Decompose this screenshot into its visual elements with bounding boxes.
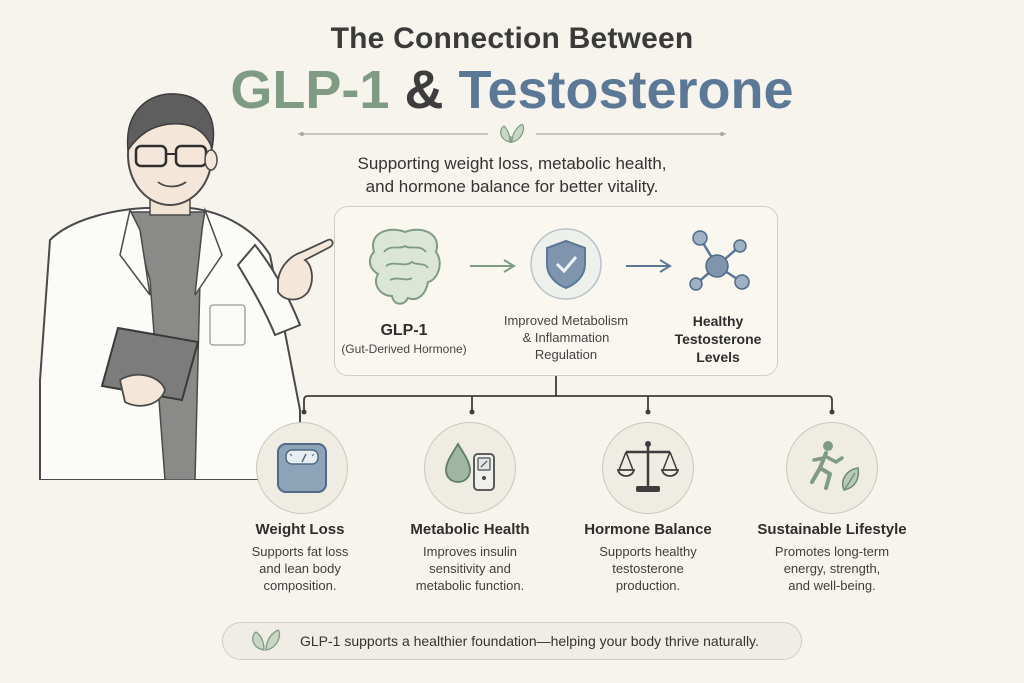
arrow-right-icon — [626, 259, 672, 273]
benefit-sustainable-lifestyle-desc: Promotes long-term energy, strength, and… — [774, 544, 890, 593]
node-glp1-title: GLP-1 — [380, 322, 428, 339]
glucose-meter-icon — [445, 442, 495, 491]
title-ampersand: & — [404, 60, 444, 120]
benefit-weight-loss-title: Weight Loss — [255, 521, 345, 538]
sustainable-lifestyle-icon-circle — [786, 422, 878, 514]
page-title: GLP-1 & Testosterone — [0, 58, 1024, 122]
molecule-icon — [689, 230, 750, 291]
leaf-icon — [252, 629, 281, 651]
benefit-sustainable-lifestyle-title: Sustainable Lifestyle — [757, 521, 907, 538]
leaf-divider — [298, 124, 726, 143]
title-line-1: The Connection Between — [330, 22, 694, 55]
runner-icon — [810, 441, 860, 491]
arrow-right-icon — [470, 259, 516, 273]
benefit-hormone-balance-title: Hormone Balance — [584, 521, 712, 538]
title-glp1: GLP-1 — [230, 60, 390, 120]
connector-lines — [301, 376, 835, 415]
shield-check-icon — [530, 228, 602, 300]
node-metabolism-label: Improved Metabolism & Inflammation Regul… — [503, 313, 629, 362]
title-testosterone: Testosterone — [458, 60, 794, 120]
hormone-balance-icon-circle — [602, 422, 694, 514]
balance-scale-icon — [616, 441, 680, 492]
doctor-illustration — [39, 93, 334, 480]
footer-banner — [222, 622, 802, 660]
scale-icon — [277, 443, 327, 493]
benefit-hormone-balance-desc: Supports healthy testosterone production… — [599, 544, 697, 593]
leaf-icon — [500, 124, 525, 143]
subtitle: Supporting weight loss, metabolic health… — [357, 154, 667, 196]
benefit-weight-loss-desc: Supports fat loss and lean body composit… — [251, 544, 349, 593]
benefit-metabolic-health-title: Metabolic Health — [410, 521, 530, 538]
node-testosterone-label: Healthy Testosterone Levels — [674, 313, 762, 365]
intestine-icon — [368, 228, 441, 305]
benefit-metabolic-health-desc: Improves insulin sensitivity and metabol… — [415, 544, 525, 593]
footer-text: GLP-1 supports a healthier foundation—he… — [300, 633, 759, 649]
node-glp1-subtitle: (Gut-Derived Hormone) — [341, 342, 467, 356]
